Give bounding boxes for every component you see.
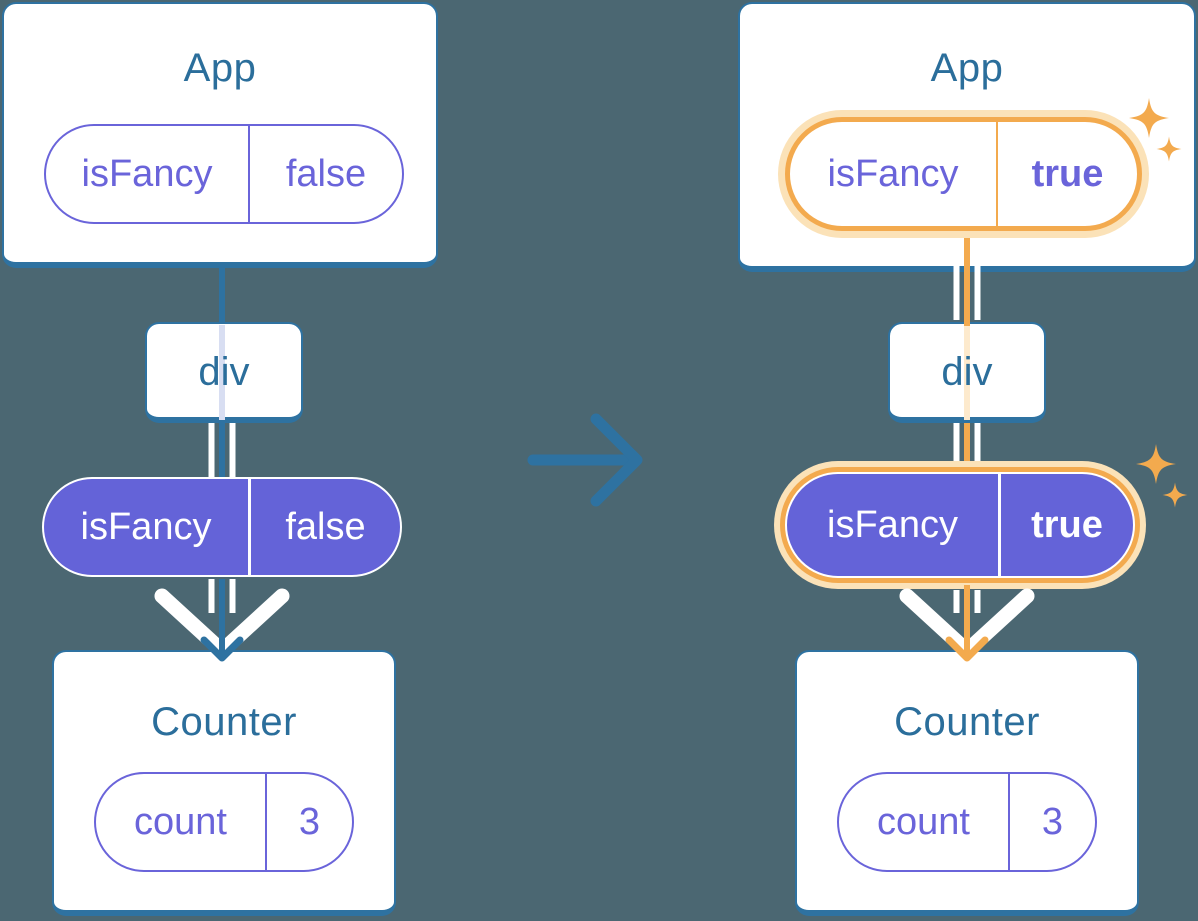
left-counter-title: Counter — [151, 700, 297, 744]
left-count-state-pill: count 3 — [94, 772, 354, 872]
left-div-pass-through-line — [219, 325, 225, 420]
prop-name: isFancy — [827, 503, 958, 546]
prop-name: isFancy — [827, 152, 959, 195]
state-name: count — [877, 800, 970, 843]
right-counter-title: Counter — [894, 700, 1040, 744]
right-down-arrow-icon — [899, 585, 1035, 662]
right-passed-prop-pill: isFancy true — [785, 472, 1135, 578]
right-app-prop-flow-line — [964, 230, 970, 270]
prop-value: false — [248, 126, 402, 222]
state-name: count — [134, 800, 227, 843]
right-app-prop-pill: isFancy true — [785, 117, 1142, 231]
left-div-to-pill-casing — [208, 421, 236, 479]
right-div-pass-through-line — [964, 325, 970, 420]
left-down-arrow-icon — [154, 579, 290, 662]
right-div-label: div — [941, 350, 993, 394]
right-count-state-pill: count 3 — [837, 772, 1097, 872]
transition-right-arrow-icon — [527, 413, 643, 507]
right-div-to-pill-casing — [953, 421, 981, 477]
prop-name: isFancy — [80, 505, 212, 548]
prop-name: isFancy — [81, 152, 213, 195]
left-app-title: App — [183, 46, 257, 90]
prop-value: true — [996, 122, 1137, 226]
right-app-title: App — [930, 46, 1004, 90]
prop-value: false — [248, 479, 400, 575]
state-value: 3 — [1008, 774, 1095, 870]
left-app-prop-pill: isFancy false — [44, 124, 404, 224]
passed-pill-sparkles-icon — [1136, 444, 1188, 508]
right-app-to-div-line — [953, 263, 981, 326]
left-div-label: div — [198, 350, 250, 394]
prop-value: true — [998, 474, 1133, 576]
state-value: 3 — [265, 774, 352, 870]
left-passed-prop-pill: isFancy false — [42, 477, 402, 577]
